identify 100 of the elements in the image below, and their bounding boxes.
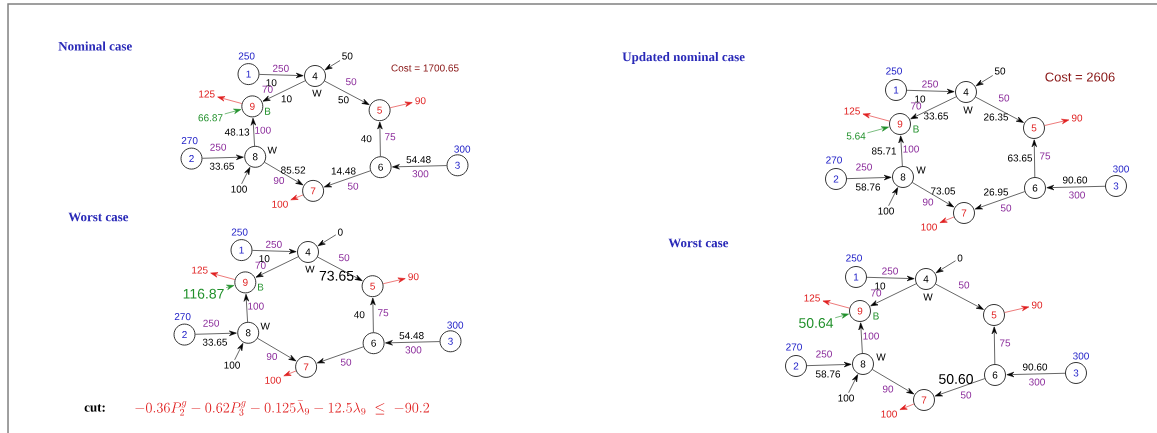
arrow bbox=[939, 216, 955, 223]
arrow bbox=[210, 272, 236, 280]
arrow bbox=[975, 75, 994, 87]
flow-value: 125 bbox=[192, 266, 208, 274]
edge-label: 33.65 bbox=[923, 112, 949, 120]
capacity-label: 50 bbox=[340, 358, 352, 366]
arrow bbox=[991, 326, 997, 365]
heading: Updated nominal case bbox=[622, 52, 745, 64]
edge-label: 33.65 bbox=[209, 162, 234, 170]
capacity-label: 90 bbox=[882, 385, 894, 393]
arrow bbox=[888, 187, 898, 207]
arrow bbox=[935, 260, 956, 274]
arrow bbox=[1031, 139, 1037, 178]
capacity-label: 50 bbox=[338, 254, 350, 262]
capacity-label: 75 bbox=[378, 309, 389, 317]
flow-value: 0 bbox=[957, 254, 963, 262]
edge-label: 58.76 bbox=[815, 370, 841, 378]
node-caption: 250 bbox=[886, 67, 902, 75]
edge-label: 10 bbox=[281, 95, 292, 103]
node-caption: 300 bbox=[1073, 352, 1089, 360]
flow-value: 90 bbox=[408, 273, 419, 281]
arrow bbox=[317, 346, 364, 364]
arrow bbox=[974, 191, 1025, 210]
edge-label: 10 bbox=[259, 255, 270, 263]
heading: Nominal case bbox=[58, 41, 132, 51]
capacity-label: 250 bbox=[265, 240, 282, 248]
flow-value: 100 bbox=[881, 410, 897, 418]
edge-label: 48.13 bbox=[224, 128, 250, 136]
node-caption: 250 bbox=[846, 254, 862, 262]
arrow bbox=[252, 248, 297, 255]
edge-label: 33.65 bbox=[202, 338, 227, 346]
edge-label: 90.60 bbox=[1022, 363, 1048, 371]
arrow bbox=[898, 135, 904, 167]
capacity-label: 70 bbox=[870, 289, 882, 297]
capacity-label: 100 bbox=[255, 126, 271, 134]
arrow bbox=[834, 313, 849, 319]
arrow bbox=[910, 96, 957, 120]
node-caption: W bbox=[305, 265, 315, 273]
capacity-label: 300 bbox=[1029, 378, 1045, 386]
node-caption: W bbox=[312, 89, 322, 97]
capacity-label: 50 bbox=[960, 391, 972, 399]
capacity-label: 250 bbox=[203, 319, 220, 327]
capacity-label: 50 bbox=[345, 78, 357, 86]
edge-label: 26.35 bbox=[984, 113, 1009, 121]
node-caption: B bbox=[913, 125, 919, 133]
flow-value: 90 bbox=[415, 97, 426, 105]
edge-label: 10 bbox=[266, 79, 277, 87]
arrow bbox=[377, 121, 383, 157]
flow-value: 50 bbox=[342, 52, 353, 60]
arrow bbox=[257, 338, 297, 362]
edge-label: 73.65 bbox=[319, 270, 354, 281]
node-caption: 250 bbox=[238, 52, 255, 60]
capacity-label: 300 bbox=[1069, 191, 1085, 199]
arrow bbox=[392, 164, 447, 170]
arrow bbox=[317, 256, 363, 281]
node-caption: 300 bbox=[1113, 165, 1129, 173]
arrow bbox=[385, 340, 440, 346]
arrow bbox=[867, 126, 889, 134]
edge-label: 58.76 bbox=[855, 183, 881, 191]
arrow bbox=[224, 108, 242, 115]
edge-label: 54.48 bbox=[406, 156, 431, 164]
node-caption: W bbox=[923, 293, 933, 301]
edge-label: 63.65 bbox=[1008, 154, 1033, 162]
flow-value: 100 bbox=[224, 361, 240, 369]
flow-value: 100 bbox=[838, 394, 854, 402]
edge-label: 26.95 bbox=[984, 188, 1009, 196]
flow-value: 90 bbox=[1071, 114, 1083, 122]
flow-value: 90 bbox=[1031, 301, 1043, 309]
arrow bbox=[1046, 184, 1106, 191]
arrow bbox=[1004, 305, 1030, 313]
arrow bbox=[283, 370, 297, 377]
edge-label: 54.48 bbox=[399, 332, 424, 340]
arrow bbox=[202, 154, 244, 160]
arrow bbox=[290, 194, 304, 201]
capacity-label: 75 bbox=[385, 133, 396, 141]
flow-value: 50 bbox=[994, 67, 1006, 75]
node-caption: 270 bbox=[181, 137, 198, 145]
capacity-label: 250 bbox=[922, 80, 938, 88]
node-caption: 270 bbox=[786, 343, 802, 351]
arrow bbox=[259, 72, 304, 79]
flow-value: 125 bbox=[804, 294, 820, 302]
arrow bbox=[317, 234, 337, 247]
arrow bbox=[389, 101, 413, 108]
arrow bbox=[870, 283, 917, 307]
capacity-label: 250 bbox=[210, 143, 227, 151]
flow-value: 50.64 bbox=[799, 318, 834, 328]
arrow bbox=[862, 113, 890, 122]
capacity-label: 100 bbox=[903, 145, 919, 153]
capacity-label: 50 bbox=[1000, 204, 1012, 212]
arrow bbox=[1006, 371, 1066, 378]
edge-label: 10 bbox=[915, 95, 926, 103]
edge-label: 40 bbox=[354, 311, 365, 319]
arrow bbox=[866, 275, 915, 282]
arrow bbox=[217, 96, 243, 104]
arrow bbox=[243, 293, 250, 323]
cut-formula: $-0.36P^g_2 - 0.62P^g_3 - 0.125\bar{\lambda}_9 - 12.5\lambda_9 \;\le\; -90.2$ bbox=[135, 400, 430, 416]
node-caption: B bbox=[265, 107, 271, 115]
arrow bbox=[934, 378, 985, 397]
node-caption: W bbox=[260, 322, 270, 330]
node-caption: 250 bbox=[231, 228, 248, 236]
